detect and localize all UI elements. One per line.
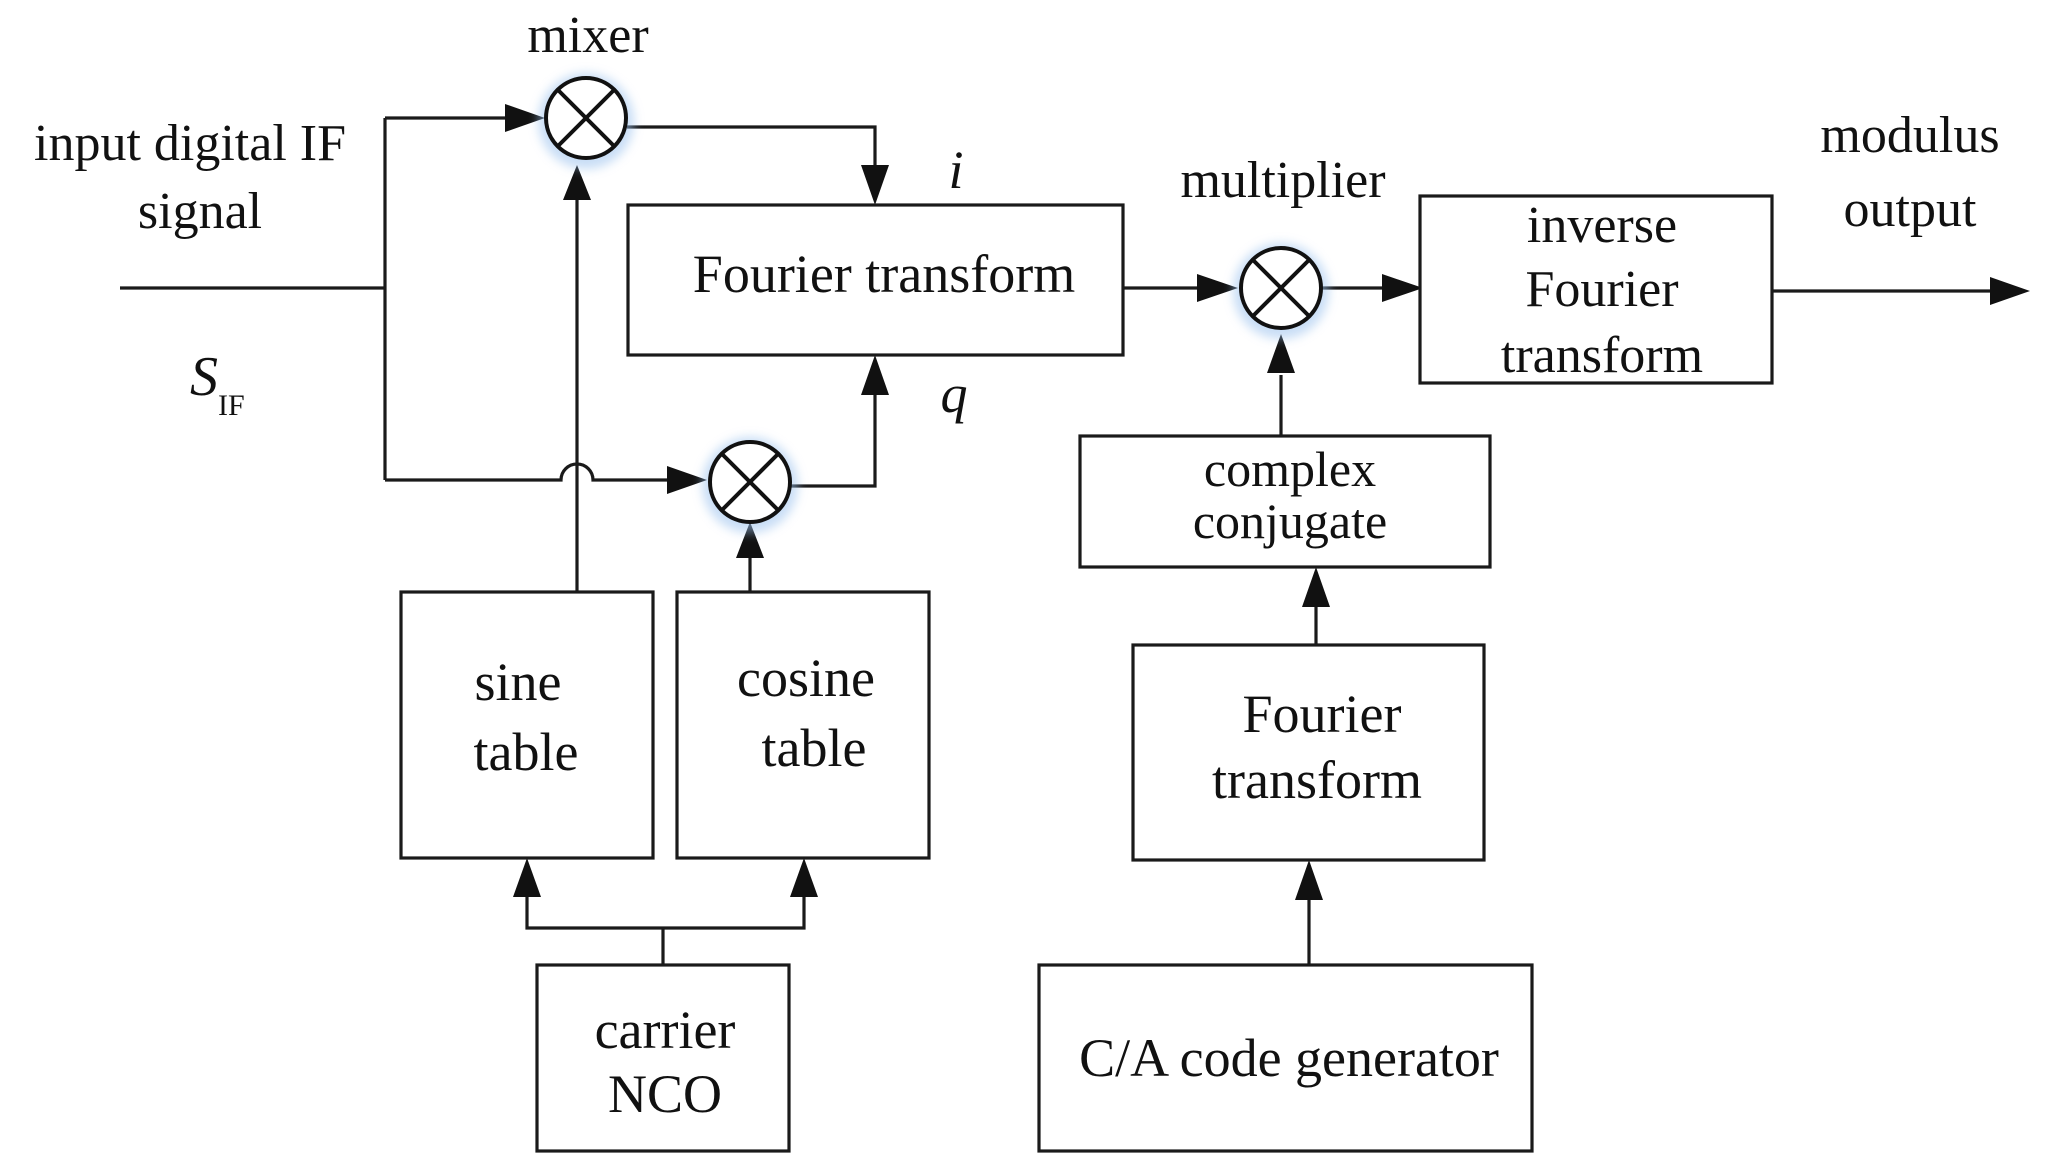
i-label: i bbox=[948, 140, 963, 200]
arrowhead bbox=[790, 858, 818, 897]
input-label-line2: signal bbox=[138, 183, 262, 240]
input-label-line1: input digital IF bbox=[34, 115, 346, 172]
sif-label: SIF bbox=[190, 346, 245, 422]
ca-generator-label: C/A code generator bbox=[1079, 1028, 1499, 1088]
ca-code-generator-box bbox=[1037, 963, 1534, 1153]
ifft-label-line3: transform bbox=[1501, 327, 1703, 384]
complex-conjugate-box bbox=[1078, 434, 1492, 569]
arrowhead bbox=[1990, 277, 2030, 305]
arrowhead bbox=[563, 165, 591, 200]
multiplier-label: multiplier bbox=[1180, 152, 1385, 209]
arrowhead bbox=[1302, 567, 1330, 607]
ca-fft-label-line1: Fourier bbox=[1243, 684, 1402, 744]
arrowhead bbox=[513, 858, 541, 897]
ca-fourier-transform-box bbox=[1131, 643, 1486, 862]
wire-to-mixer-q bbox=[385, 462, 670, 482]
inverse-fourier-transform-box bbox=[1418, 194, 1774, 385]
sif-main: S bbox=[190, 346, 218, 408]
fourier-transform-label: Fourier transform bbox=[693, 244, 1075, 304]
cosine-table-box bbox=[675, 590, 931, 860]
arrowhead bbox=[861, 355, 889, 395]
wire-i-branch bbox=[627, 125, 877, 170]
wire-q-branch bbox=[791, 390, 877, 488]
mixer-q-symbol bbox=[702, 437, 798, 533]
carrier-nco-box bbox=[535, 963, 791, 1153]
sine-table-box bbox=[399, 590, 655, 860]
modulus-label-line2: output bbox=[1844, 181, 1977, 238]
multiplier-symbol bbox=[1233, 243, 1329, 339]
arrowhead bbox=[1295, 860, 1323, 900]
wire-nco-to-tables bbox=[525, 895, 806, 965]
ifft-label-line1: inverse bbox=[1527, 197, 1677, 254]
sif-subscript: IF bbox=[218, 389, 245, 422]
ifft-label-line2: Fourier bbox=[1525, 261, 1678, 318]
modulus-label-line1: modulus bbox=[1820, 107, 1999, 164]
conjugate-label-line1: complex bbox=[1204, 441, 1376, 497]
carrier-nco-label-line1: carrier bbox=[595, 1000, 736, 1060]
arrowhead bbox=[861, 165, 889, 205]
arrowhead bbox=[1267, 334, 1295, 373]
arrowhead bbox=[1382, 274, 1423, 302]
fourier-transform-box bbox=[626, 203, 1125, 357]
arrowhead bbox=[667, 466, 707, 494]
sine-table-label-line1: sine bbox=[475, 652, 562, 712]
ca-fft-label-line2: transform bbox=[1212, 750, 1422, 810]
arrowhead bbox=[736, 522, 764, 558]
conjugate-label-line2: conjugate bbox=[1193, 493, 1387, 549]
arrowhead bbox=[505, 104, 545, 132]
sine-table-label-line2: table bbox=[474, 722, 579, 782]
mixer-i-symbol bbox=[538, 73, 634, 169]
carrier-nco-label-line2: NCO bbox=[608, 1064, 722, 1124]
arrowhead bbox=[1197, 274, 1238, 302]
q-label: q bbox=[941, 364, 968, 424]
cosine-table-label-line2: table bbox=[762, 718, 867, 778]
mixer-label: mixer bbox=[527, 7, 648, 64]
cosine-table-label-line1: cosine bbox=[737, 648, 875, 708]
